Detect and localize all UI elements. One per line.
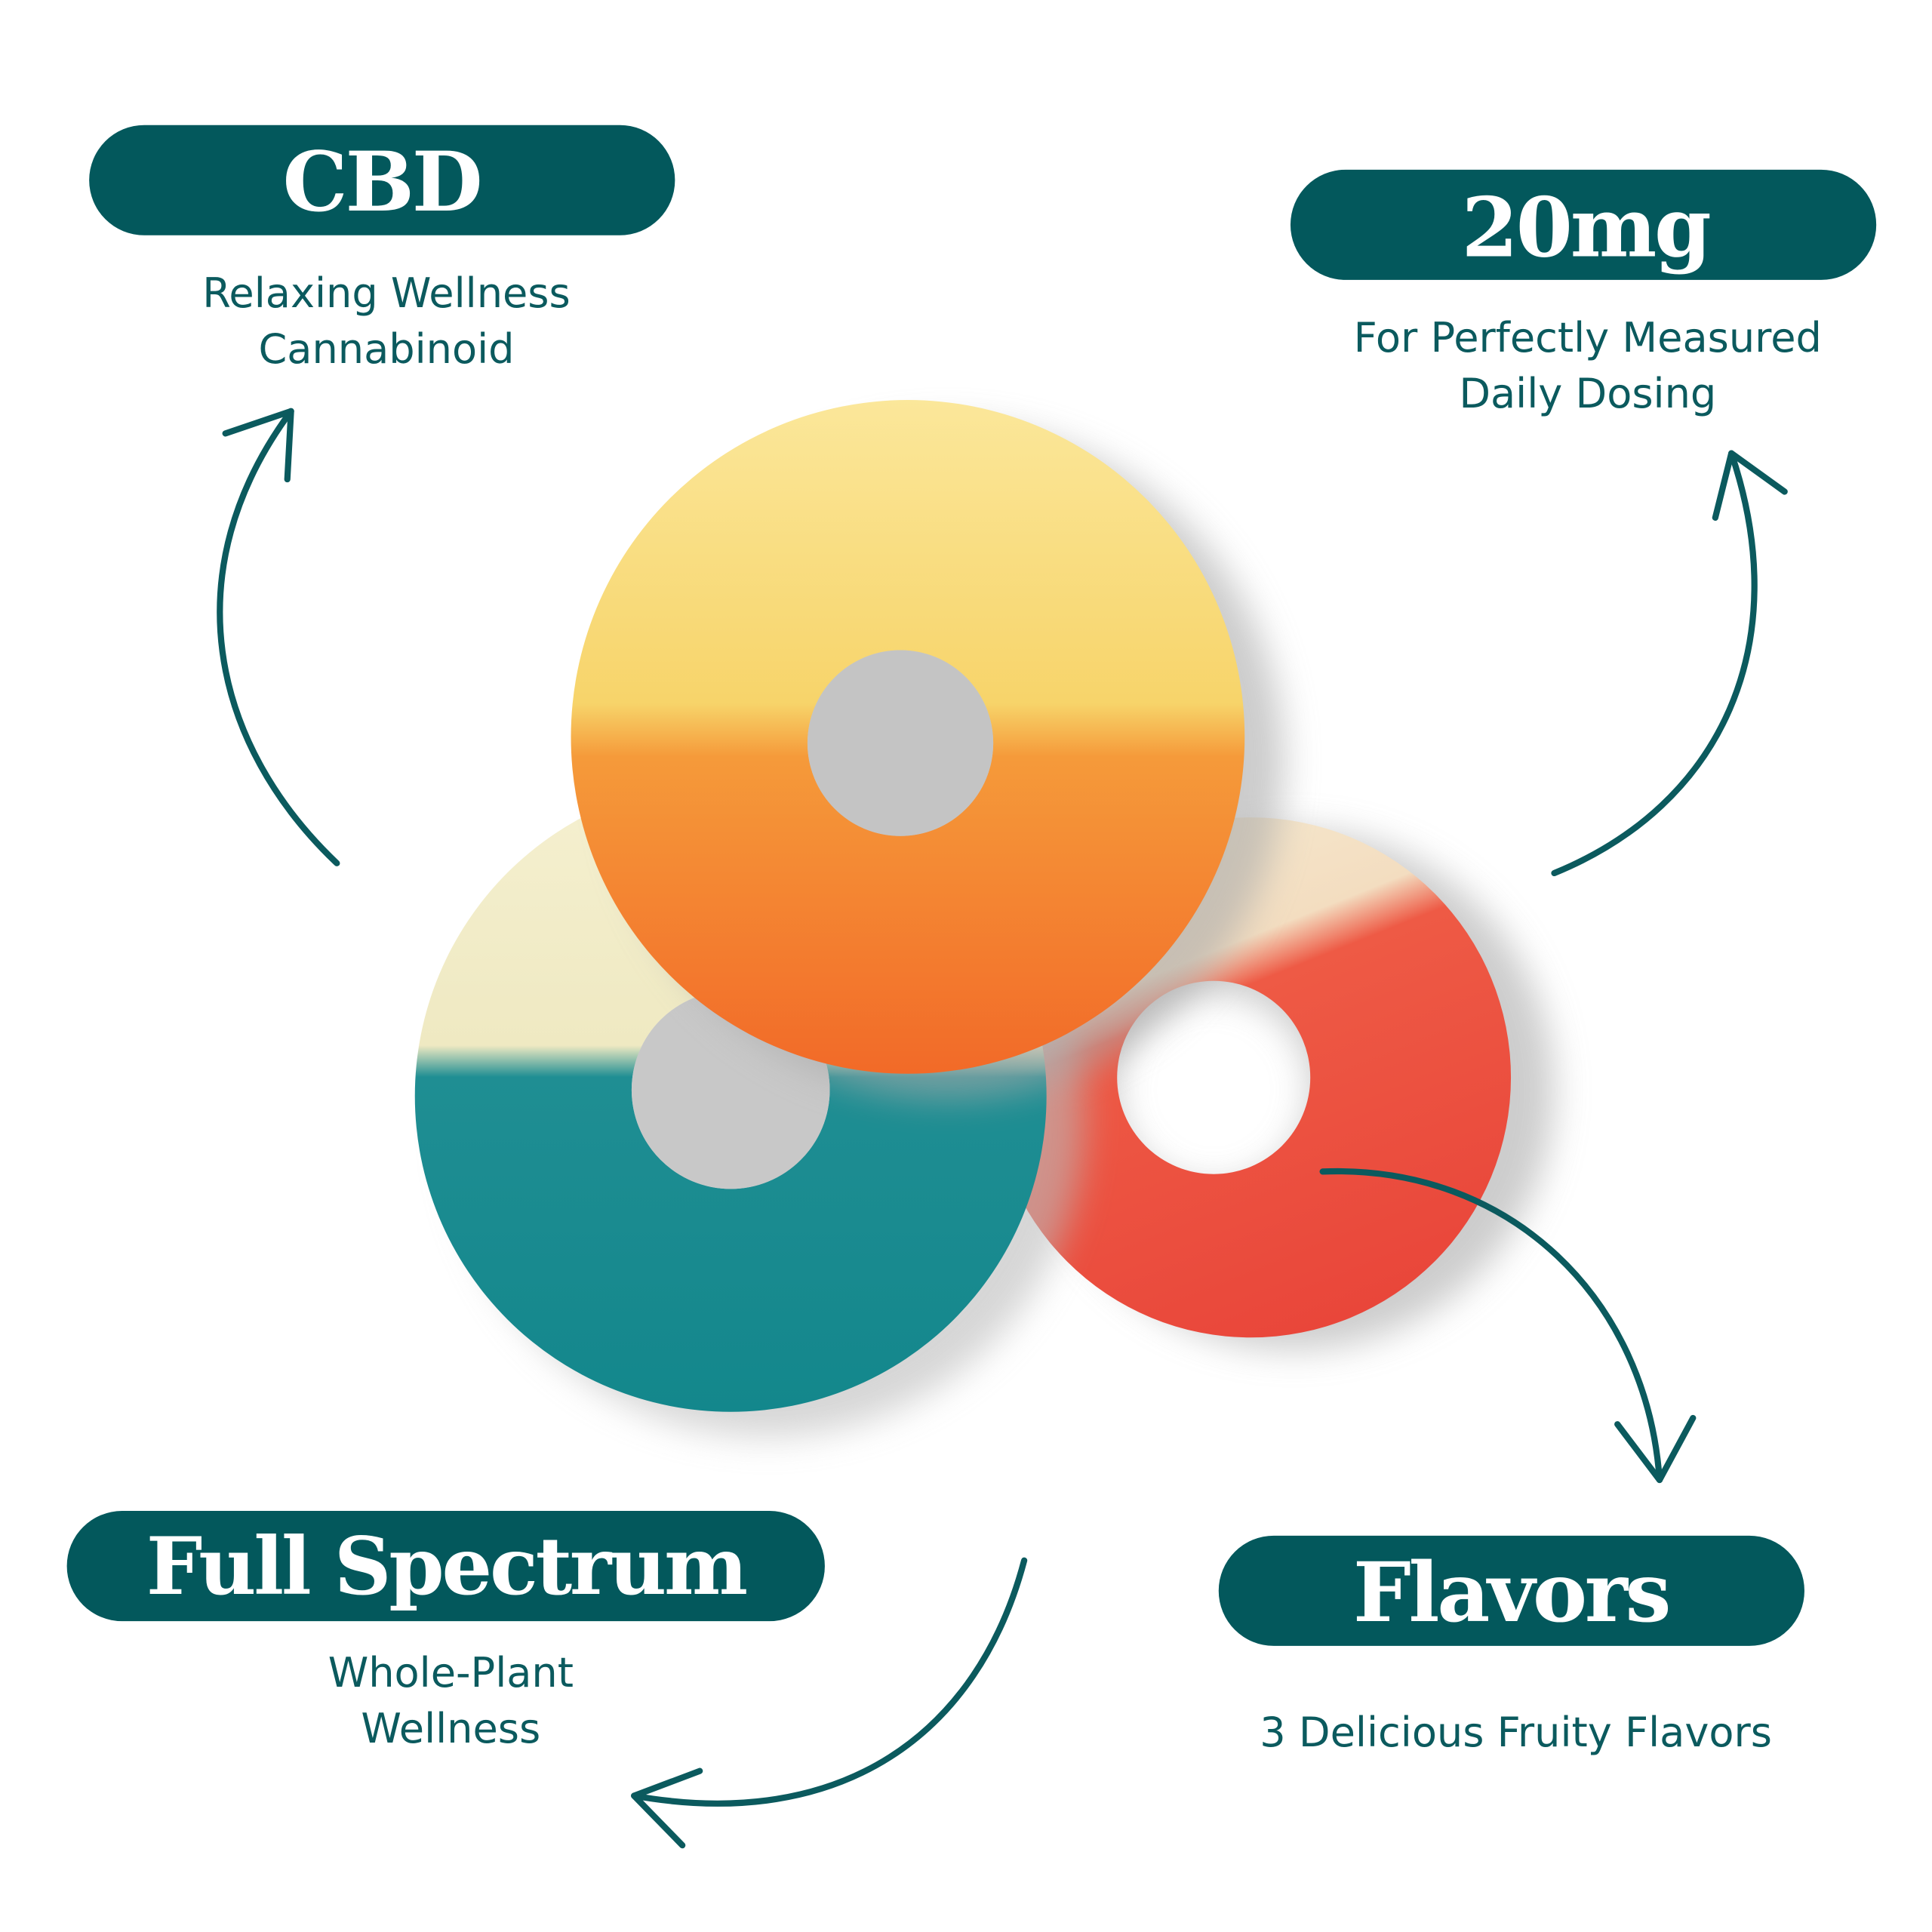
full-spectrum-line-2: Wellness [361, 1705, 540, 1752]
arrow-to-full-spectrum [631, 1557, 1028, 1849]
yellow-orange-gummy-ring [571, 400, 1245, 1074]
feature-cbd: CBD Relaxing Wellness Cannabinoid [89, 125, 675, 373]
arrow-to-dosage [1551, 450, 1788, 877]
dosage-line-2: Daily Dosing [1459, 370, 1716, 417]
arrow-to-cbd [217, 408, 340, 866]
gummy-rings-image [414, 400, 1555, 1437]
feature-full-spectrum: Full Spectrum Whole-Plant Wellness [66, 1511, 825, 1752]
cbd-pill [89, 125, 675, 235]
dosage-title: 20mg [1462, 180, 1710, 276]
feature-dosage: 20mg For Perfectly Measured Daily Dosing [1290, 169, 1877, 417]
flavors-line-1: 3 Delicious Fruity Flavors [1260, 1709, 1772, 1756]
dosage-pill [1290, 169, 1877, 280]
cbd-line-2: Cannabinoid [258, 325, 514, 373]
full-spectrum-line-1: Whole-Plant [328, 1649, 574, 1697]
cbd-title: CBD [283, 134, 481, 230]
full-spectrum-pill [66, 1511, 825, 1622]
cbd-line-1: Relaxing Wellness [202, 269, 570, 317]
arrow-to-flavors [1319, 1168, 1697, 1484]
full-spectrum-title: Full Spectrum [146, 1519, 746, 1613]
dosage-line-1: For Perfectly Measured [1354, 314, 1822, 361]
flavors-pill [1218, 1535, 1804, 1646]
feature-flavors: Flavors 3 Delicious Fruity Flavors [1218, 1535, 1804, 1756]
flavors-title: Flavors [1353, 1544, 1669, 1641]
